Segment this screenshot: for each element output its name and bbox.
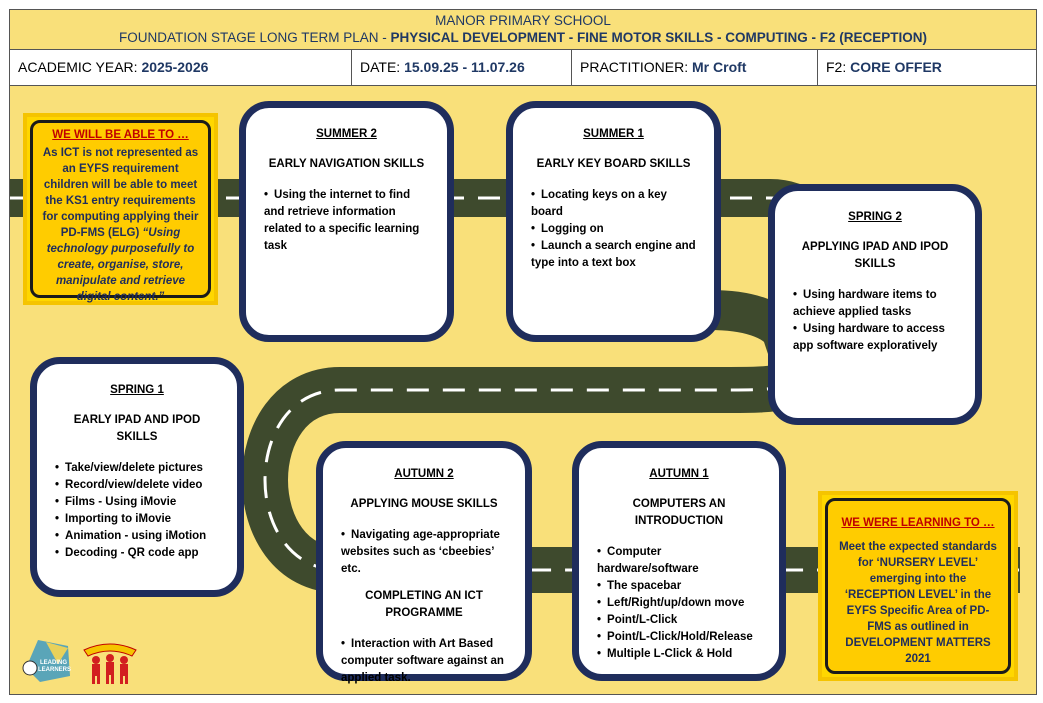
list-item: Left/Right/up/down move xyxy=(597,595,761,612)
list-item: Using hardware items to achieve applied … xyxy=(793,287,957,321)
able-to-quote: “Using technology purposefully to create… xyxy=(46,227,195,303)
list-item: Record/view/delete video xyxy=(55,477,219,494)
list-item: Decoding - QR code app xyxy=(55,545,219,562)
learning-to-body: Meet the expected standards for ‘NURSERY… xyxy=(839,541,997,665)
page-frame: MANOR PRIMARY SCHOOL FOUNDATION STAGE LO… xyxy=(9,9,1037,695)
skill-list: Using hardware items to achieve applied … xyxy=(793,287,957,355)
plan-subject: PHYSICAL DEVELOPMENT - FINE MOTOR SKILLS… xyxy=(390,30,928,45)
learning-to-heading: WE WERE LEARNING TO … xyxy=(841,517,995,529)
able-to-heading: WE WILL BE ABLE TO … xyxy=(52,129,189,141)
list-item: The spacebar xyxy=(597,578,761,595)
header: MANOR PRIMARY SCHOOL FOUNDATION STAGE LO… xyxy=(10,10,1036,50)
practitioner-label: PRACTITIONER: xyxy=(580,59,693,75)
able-to-sign: WE WILL BE ABLE TO … As ICT is not repre… xyxy=(23,113,218,305)
list-item: Importing to iMovie xyxy=(55,511,219,528)
term-title: SUMMER 2 xyxy=(316,128,377,140)
list-item: Using hardware to access app software ex… xyxy=(793,321,957,355)
skill-list: Computer hardware/software The spacebar … xyxy=(597,544,761,663)
practitioner-value: Mr Croft xyxy=(692,59,747,75)
skill-title-2: COMPLETING AN ICT PROGRAMME xyxy=(365,590,483,619)
term-title: SPRING 1 xyxy=(110,384,164,396)
learning-to-sign: WE WERE LEARNING TO … Meet the expected … xyxy=(818,491,1018,681)
card-spring-2: SPRING 2 APPLYING IPAD AND IPOD SKILLS U… xyxy=(768,184,982,425)
plan-prefix: FOUNDATION STAGE LONG TERM PLAN - xyxy=(118,30,391,45)
list-item: Animation - using iMotion xyxy=(55,528,219,545)
card-autumn-2: AUTUMN 2 APPLYING MOUSE SKILLS Navigatin… xyxy=(316,441,532,684)
date-value: 15.09.25 - 11.07.26 xyxy=(404,59,525,75)
able-to-body: As ICT is not represented as an EYFS req… xyxy=(42,147,199,239)
able-to-sign-inner: WE WILL BE ABLE TO … As ICT is not repre… xyxy=(30,120,211,303)
list-item: Point/L-Click/Hold/Release xyxy=(597,629,761,646)
svg-text:LEADING: LEADING xyxy=(40,660,67,666)
skill-title: EARLY NAVIGATION SKILLS xyxy=(268,158,425,170)
school-badge-logo xyxy=(80,640,140,686)
info-row: ACADEMIC YEAR: 2025-2026 DATE: 15.09.25 … xyxy=(10,50,1036,86)
card-summer-1: SUMMER 1 EARLY KEY BOARD SKILLS Locating… xyxy=(506,101,721,342)
svg-text:LEARNERS: LEARNERS xyxy=(38,667,71,673)
practitioner-cell: PRACTITIONER: Mr Croft xyxy=(572,50,818,85)
list-item: Locating keys on a key board xyxy=(531,187,696,221)
plan-title: FOUNDATION STAGE LONG TERM PLAN - PHYSIC… xyxy=(10,30,1036,45)
skill-title: EARLY KEY BOARD SKILLS xyxy=(536,158,691,170)
leading-learners-logo: LEADING LEARNERS xyxy=(18,638,76,686)
f2-label: F2: xyxy=(826,59,851,75)
f2-cell: F2: CORE OFFER xyxy=(818,50,1036,85)
year-label: ACADEMIC YEAR: xyxy=(18,59,142,75)
school-name: MANOR PRIMARY SCHOOL xyxy=(435,13,611,28)
date-cell: DATE: 15.09.25 - 11.07.26 xyxy=(352,50,572,85)
list-item: Navigating age-appropriate websites such… xyxy=(341,527,507,578)
f2-value: CORE OFFER xyxy=(850,59,942,75)
list-item: Take/view/delete pictures xyxy=(55,460,219,477)
leading-learners-icon: LEADING LEARNERS xyxy=(22,640,71,682)
skill-list: Navigating age-appropriate websites such… xyxy=(341,527,507,578)
list-item: Films - Using iMovie xyxy=(55,494,219,511)
date-label: DATE: xyxy=(360,59,405,75)
year-value: 2025-2026 xyxy=(141,59,209,75)
list-item: Logging on xyxy=(531,221,696,238)
list-item: Launch a search engine and type into a t… xyxy=(531,238,696,272)
skill-list: Take/view/delete pictures Record/view/de… xyxy=(55,460,219,562)
skill-list: Using the internet to find and retrieve … xyxy=(264,187,429,255)
card-autumn-1: AUTUMN 1 COMPUTERS AN INTRODUCTION Compu… xyxy=(572,441,786,681)
skill-title: EARLY IPAD AND IPOD SKILLS xyxy=(73,414,201,443)
list-item: Interaction with Art Based computer soft… xyxy=(341,636,507,687)
list-item: Point/L-Click xyxy=(597,612,761,629)
learning-to-sign-inner: WE WERE LEARNING TO … Meet the expected … xyxy=(825,498,1011,674)
term-title: AUTUMN 2 xyxy=(394,468,454,480)
skill-list: Locating keys on a key board Logging on … xyxy=(531,187,696,272)
list-item: Computer hardware/software xyxy=(597,544,761,578)
term-title: SPRING 2 xyxy=(848,211,902,223)
list-item: Multiple L-Click & Hold xyxy=(597,646,761,663)
term-title: AUTUMN 1 xyxy=(649,468,709,480)
skill-list-2: Interaction with Art Based computer soft… xyxy=(341,636,507,687)
card-summer-2: SUMMER 2 EARLY NAVIGATION SKILLS Using t… xyxy=(239,101,454,342)
skill-title: APPLYING MOUSE SKILLS xyxy=(350,498,498,510)
skill-title: COMPUTERS AN INTRODUCTION xyxy=(632,498,726,527)
children-icon xyxy=(83,643,137,684)
card-spring-1: SPRING 1 EARLY IPAD AND IPOD SKILLS Take… xyxy=(30,357,244,597)
list-item: Using the internet to find and retrieve … xyxy=(264,187,429,255)
skill-title: APPLYING IPAD AND IPOD SKILLS xyxy=(801,241,949,270)
term-title: SUMMER 1 xyxy=(583,128,644,140)
academic-year-cell: ACADEMIC YEAR: 2025-2026 xyxy=(10,50,352,85)
